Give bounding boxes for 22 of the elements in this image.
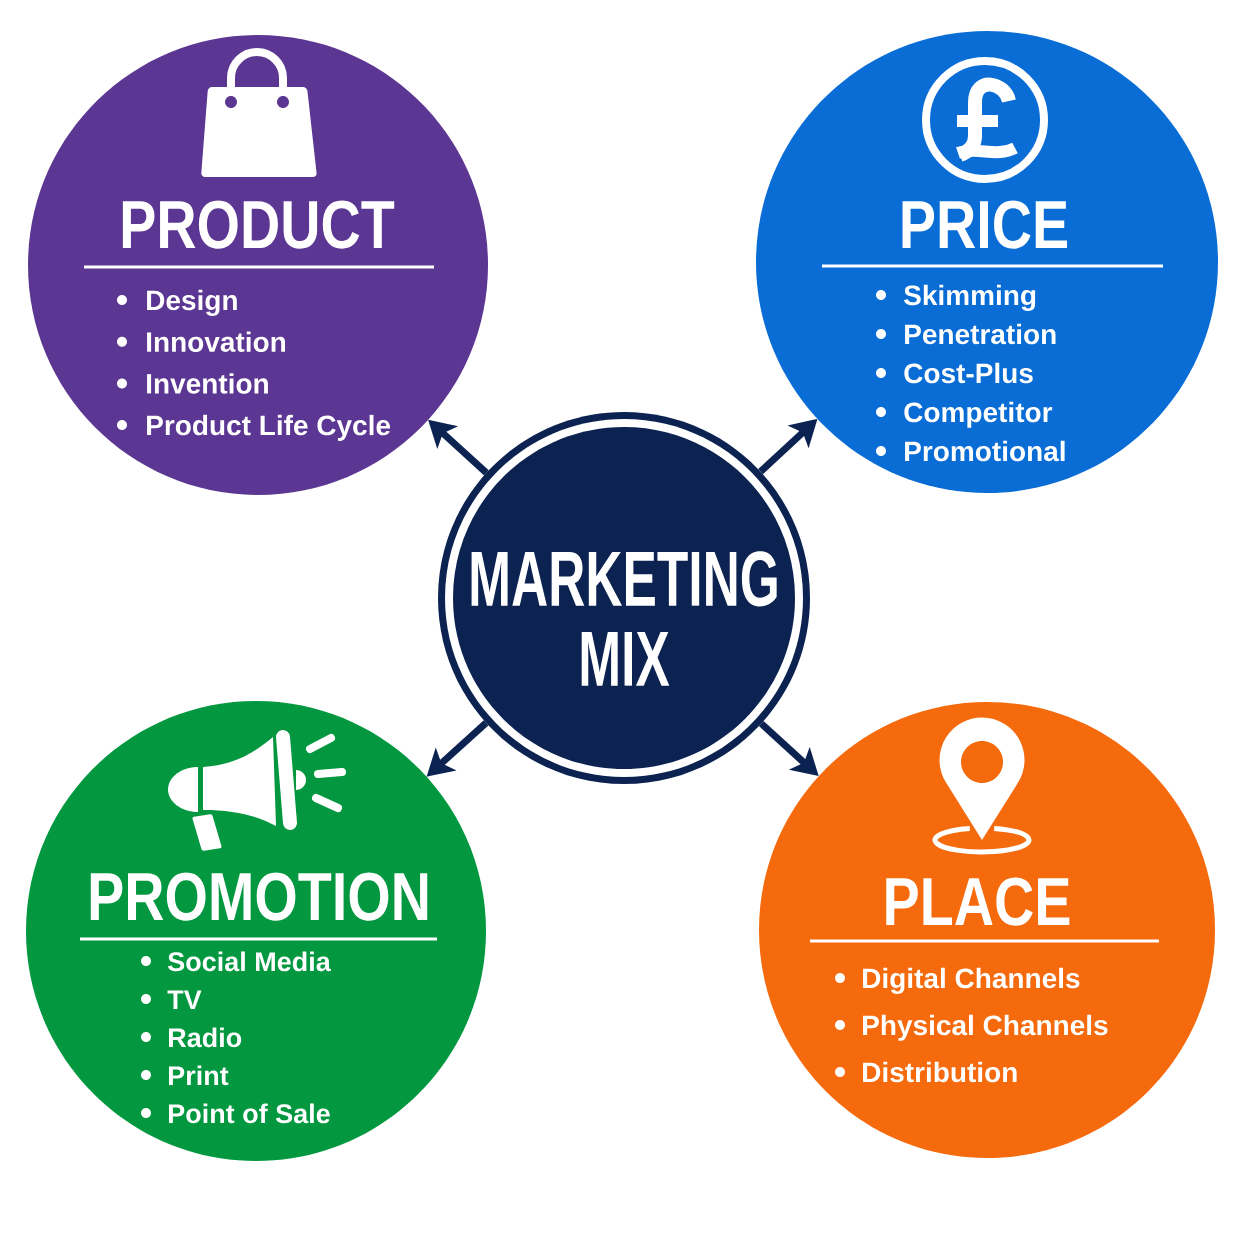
list-item: Product Life Cycle [147,414,391,441]
heading: PRODUCT [122,200,395,249]
list-item: Design [147,289,237,316]
list-item: Penetration [905,323,1056,345]
list-item: Digital Channels [863,967,1080,994]
list-item: Promotional [905,440,1065,462]
list-item: Cost-Plus [904,362,1033,384]
list-item: Competitor [904,401,1053,428]
list-item: Print [169,1065,229,1086]
list-item: Skimming [904,284,1036,311]
heading: PROMOTION [90,872,428,921]
list-item: Social Media [168,951,331,972]
list-item: Invention [147,373,268,394]
center-label: MARKETING MIX [471,551,777,686]
heading: PLACE [886,877,1070,926]
list-item: Physical Channels [863,1014,1108,1041]
list-item: Distribution [863,1061,1017,1083]
heading: PRICE [902,200,1067,249]
list-item: Point of Sale [169,1103,330,1124]
list-item: Innovation [147,331,286,352]
list-item: Radio [169,1027,242,1048]
list-item: TV [167,990,202,1009]
